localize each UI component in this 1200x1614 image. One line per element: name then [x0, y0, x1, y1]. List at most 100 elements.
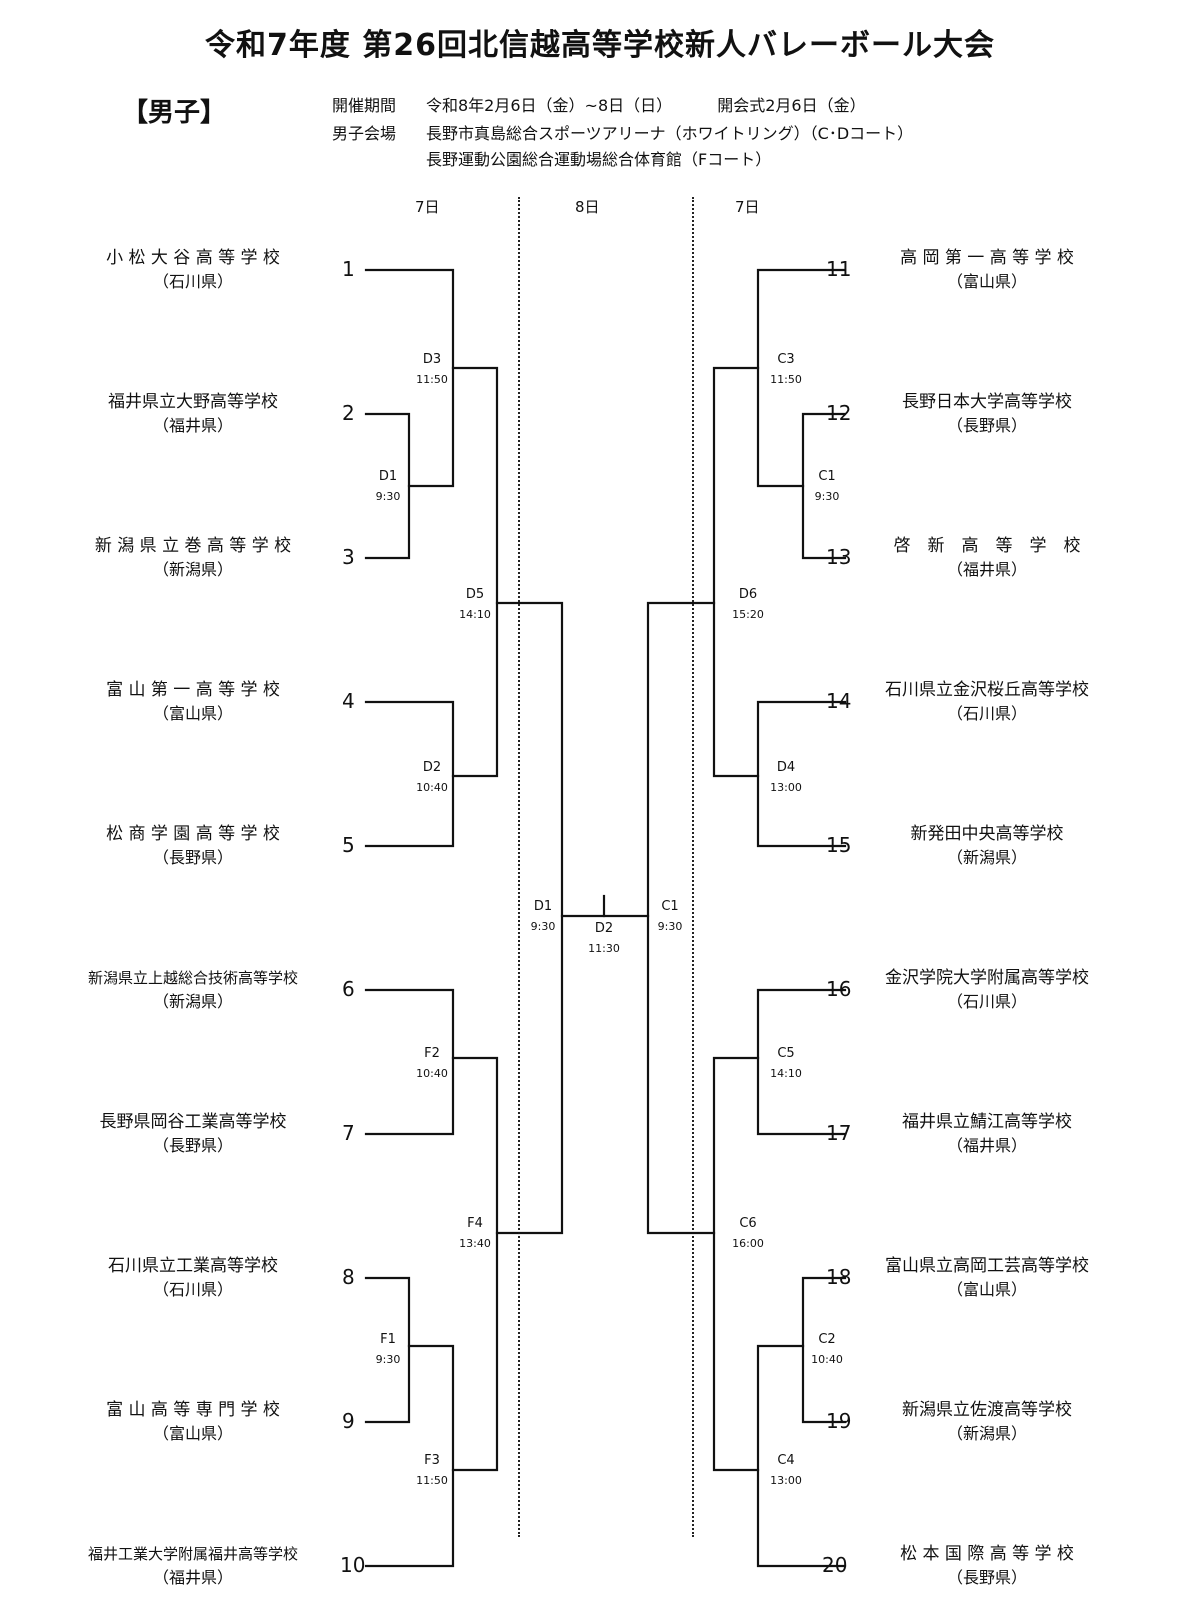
team-name: 小 松 大 谷 高 等 学 校: [106, 248, 280, 268]
team-prefecture: （石川県）: [946, 704, 1027, 723]
seed-number: 6: [342, 977, 355, 1001]
team-entry: 新潟県立佐渡高等学校（新潟県）: [852, 1398, 1122, 1446]
bracket-line: [495, 601, 564, 1235]
seed-number: 15: [826, 833, 852, 857]
team-prefecture: （石川県）: [152, 272, 233, 291]
team-name: 新 潟 県 立 巻 高 等 学 校: [94, 536, 292, 556]
bracket-line: [451, 1056, 499, 1472]
team-prefecture: （福井県）: [152, 416, 233, 435]
seed-number: 13: [826, 545, 852, 569]
team-name: 新潟県立上越総合技術高等学校: [87, 969, 298, 987]
team-prefecture: （富山県）: [946, 1280, 1027, 1299]
venue-label: 男子会場: [332, 124, 397, 143]
team-prefecture: （福井県）: [946, 1136, 1027, 1155]
bracket-line: [712, 366, 760, 778]
team-name: 金沢学院大学附属高等学校: [885, 968, 1089, 988]
team-entry: 福井県立鯖江高等学校（福井県）: [852, 1110, 1122, 1158]
team-name: 啓 新 高 等 学 校: [893, 536, 1081, 556]
team-name: 高 岡 第 一 高 等 学 校: [900, 248, 1074, 268]
seed-number: 9: [342, 1409, 355, 1433]
bracket-line: [756, 268, 847, 488]
venue-row: 男子会場 長野市真島総合スポーツアリーナ（ホワイトリング）（C･Dコート）: [332, 120, 913, 144]
day-label-left: 7日: [415, 198, 440, 216]
seed-number: 20: [822, 1553, 848, 1577]
bracket-line: [801, 1276, 847, 1424]
seed-number: 17: [826, 1121, 852, 1145]
team-entry: 小 松 大 谷 高 等 学 校 （石川県）: [58, 246, 328, 294]
event-period-row: 開催期間 令和8年2月6日（金）~8日（日） 開会式2月6日（金）: [332, 92, 866, 116]
day-label-right: 7日: [735, 198, 760, 216]
team-entry: 富 山 高 等 専 門 学 校（富山県）: [58, 1398, 328, 1446]
team-entry: 石川県立工業高等学校（石川県）: [58, 1254, 328, 1302]
team-entry: 福井工業大学附属福井高等学校 （福井県）: [58, 1542, 328, 1590]
team-prefecture: （富山県）: [152, 704, 233, 723]
seed-number: 10: [340, 1553, 366, 1577]
team-entry: 金沢学院大学附属高等学校 （石川県）: [852, 966, 1122, 1014]
bracket-line: [756, 700, 847, 848]
period-value: 令和8年2月6日（金）~8日（日）: [426, 96, 673, 115]
team-entry: 松 本 国 際 高 等 学 校 （長野県）: [852, 1542, 1122, 1590]
bracket-line: [364, 988, 455, 1136]
team-entry: 長野日本大学高等学校（長野県）: [852, 390, 1122, 438]
team-prefecture: （長野県）: [946, 416, 1027, 435]
seed-number: 4: [342, 689, 355, 713]
team-entry: 新発田中央高等学校（新潟県）: [852, 822, 1122, 870]
team-entry: 富山県立高岡工芸高等学校 （富山県）: [852, 1254, 1122, 1302]
team-prefecture: （長野県）: [152, 848, 233, 867]
team-name: 富山県立高岡工芸高等学校: [885, 1256, 1089, 1276]
venue-2: 長野運動公園総合運動場総合体育館（Fコート）: [426, 150, 772, 169]
period-label: 開催期間: [332, 96, 397, 115]
team-prefecture: （新潟県）: [152, 992, 233, 1011]
team-name: 福井県立大野高等学校: [108, 392, 278, 412]
team-prefecture: （福井県）: [946, 560, 1027, 579]
team-name: 石川県立工業高等学校: [108, 1256, 278, 1276]
seed-number: 3: [342, 545, 355, 569]
bracket-line: [756, 1344, 847, 1568]
team-name: 新発田中央高等学校: [910, 824, 1064, 844]
team-name: 福井工業大学附属福井高等学校: [87, 1545, 298, 1563]
team-entry: 富 山 第 一 高 等 学 校（富山県）: [58, 678, 328, 726]
seed-number: 5: [342, 833, 355, 857]
team-entry: 新 潟 県 立 巻 高 等 学 校（新潟県）: [58, 534, 328, 582]
seed-number: 19: [826, 1409, 852, 1433]
team-prefecture: （石川県）: [946, 992, 1027, 1011]
team-name: 松 本 国 際 高 等 学 校: [900, 1544, 1074, 1564]
team-prefecture: （富山県）: [946, 272, 1027, 291]
team-name: 富 山 高 等 専 門 学 校: [106, 1400, 280, 1420]
seed-number: 2: [342, 401, 355, 425]
team-prefecture: （福井県）: [152, 1568, 233, 1587]
bracket-line: [646, 601, 716, 1235]
team-entry: 福井県立大野高等学校 （福井県）: [58, 390, 328, 438]
team-entry: 長野県岡谷工業高等学校 （長野県）: [58, 1110, 328, 1158]
team-prefecture: （新潟県）: [946, 1424, 1027, 1443]
team-entry: 啓 新 高 等 学 校 （福井県）: [852, 534, 1122, 582]
day-divider-right: [692, 197, 694, 1537]
team-name: 石川県立金沢桜丘高等学校: [885, 680, 1089, 700]
day-label-center: 8日: [575, 198, 600, 216]
opening-ceremony: 開会式2月6日（金）: [717, 96, 866, 115]
team-prefecture: （長野県）: [152, 1136, 233, 1155]
division-label: 【男子】: [122, 98, 227, 128]
venue-1: 長野市真島総合スポーツアリーナ（ホワイトリング）（C･Dコート）: [426, 124, 914, 143]
team-prefecture: （長野県）: [946, 1568, 1027, 1587]
bracket-line: [364, 1276, 411, 1424]
bracket-line: [451, 366, 499, 778]
seed-number: 18: [826, 1265, 852, 1289]
team-name: 長野県岡谷工業高等学校: [99, 1112, 287, 1132]
